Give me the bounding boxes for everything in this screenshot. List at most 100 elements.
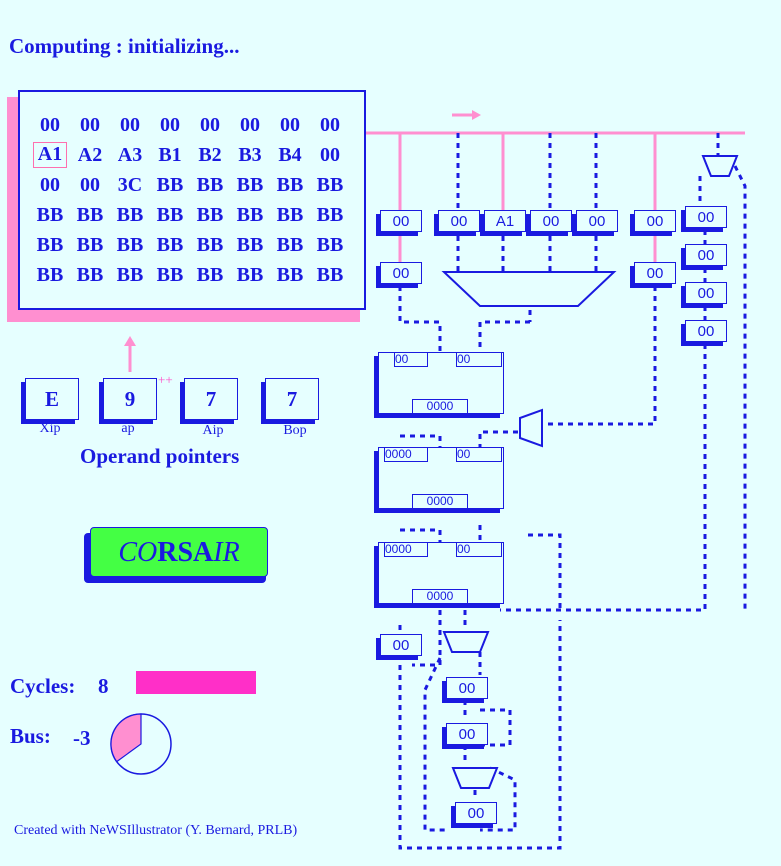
register: 00 xyxy=(681,206,727,232)
register: 00 xyxy=(376,262,422,288)
memory-cell: BB xyxy=(196,264,224,286)
register: 00 xyxy=(572,210,618,236)
pointer-value: 7 xyxy=(265,378,319,420)
pointer-label: Aip xyxy=(202,423,224,438)
memory-panel: 00 00 00 00 00 00 00 00 A1 A2 A3 B1 B2 B… xyxy=(18,90,366,310)
memory-cell: BB xyxy=(76,204,104,226)
memory-cell: 00 xyxy=(280,114,300,136)
memory-cell: B1 xyxy=(158,144,182,166)
register: 00 xyxy=(681,282,727,308)
register: 00 xyxy=(376,634,422,660)
unit-field: 0000 xyxy=(384,542,428,557)
register: 00 xyxy=(451,802,497,828)
pointer-value: E xyxy=(25,378,79,420)
register: 00 xyxy=(681,320,727,346)
memory-cell: BB xyxy=(316,234,344,256)
memory-cell: BB xyxy=(116,234,144,256)
memory-cell: BB xyxy=(316,264,344,286)
credit-text: Created with NeWSIllustrator (Y. Bernard… xyxy=(14,823,298,838)
memory-cell: BB xyxy=(76,264,104,286)
cycles-value: 8 xyxy=(98,674,109,698)
pointers-title: Operand pointers xyxy=(80,444,240,468)
mux-low xyxy=(442,631,490,653)
bus-value: -3 xyxy=(73,726,91,750)
memory-cell: 3C xyxy=(117,174,143,196)
memory-cell: BB xyxy=(36,234,64,256)
memory-cell: BB xyxy=(236,234,264,256)
mux-right xyxy=(701,155,739,177)
memory-cell: 00 xyxy=(40,174,60,196)
register: 00 xyxy=(442,723,488,749)
register: 00 xyxy=(630,262,676,288)
unit-field: 00 xyxy=(394,352,428,367)
alu-unit: 0000 00 0000 xyxy=(374,542,504,608)
pointer-label: Bop xyxy=(283,423,307,438)
memory-cell: 00 xyxy=(40,114,60,136)
bus-label: Bus: xyxy=(10,724,51,748)
alu-unit: 0000 00 0000 xyxy=(374,447,504,513)
memory-cell: BB xyxy=(76,234,104,256)
memory-cell: BB xyxy=(316,204,344,226)
memory-cell: BB xyxy=(116,264,144,286)
unit-field: 00 xyxy=(456,542,502,557)
memory-cell: 00 xyxy=(120,114,140,136)
memory-cell: BB xyxy=(316,174,344,196)
memory-cell: BB xyxy=(276,264,304,286)
memory-cell: BB xyxy=(156,174,184,196)
register: 00 xyxy=(376,210,422,236)
memory-cell: 00 xyxy=(240,114,260,136)
memory-cell: BB xyxy=(236,174,264,196)
status-text: Computing : initializing... xyxy=(9,34,240,58)
memory-cell: BB xyxy=(236,204,264,226)
mux-top xyxy=(441,271,617,307)
corsair-logo: CORSAIR xyxy=(90,527,268,577)
memory-cell: BB xyxy=(196,234,224,256)
mux-mid xyxy=(519,408,543,448)
pointer-value: 9 xyxy=(103,378,157,420)
memory-cell: BB xyxy=(236,264,264,286)
memory-cell: BB xyxy=(156,204,184,226)
memory-cell: B4 xyxy=(278,144,302,166)
unit-field: 0000 xyxy=(412,494,468,509)
memory-cell: BB xyxy=(156,234,184,256)
memory-cell: BB xyxy=(276,204,304,226)
mux-bottom xyxy=(451,767,499,789)
memory-cell: 00 xyxy=(80,174,100,196)
memory-cell: B3 xyxy=(238,144,262,166)
memory-cell: BB xyxy=(276,234,304,256)
register: 00 xyxy=(442,677,488,703)
memory-cell: BB xyxy=(116,204,144,226)
pointer-label: Xip xyxy=(39,421,61,436)
memory-cell: 00 xyxy=(160,114,180,136)
unit-field: 00 xyxy=(456,447,502,462)
memory-cell: 00 xyxy=(320,114,340,136)
register: 00 xyxy=(630,210,676,236)
register: 00 xyxy=(434,210,480,236)
memory-cell: 00 xyxy=(200,114,220,136)
pointer-aip: 7 xyxy=(180,378,238,424)
memory-cell: BB xyxy=(196,204,224,226)
memory-cell: 00 xyxy=(320,144,340,166)
unit-field: 0000 xyxy=(412,589,468,604)
memory-cell: BB xyxy=(36,264,64,286)
memory-cell: A2 xyxy=(77,144,103,166)
pointer-ap: 9 xyxy=(99,378,157,424)
unit-field: 00 xyxy=(456,352,502,367)
memory-cell: BB xyxy=(156,264,184,286)
pointer-label: ap xyxy=(121,421,135,436)
cycles-label: Cycles: xyxy=(10,674,76,698)
unit-field: 0000 xyxy=(412,399,468,414)
memory-cell: BB xyxy=(276,174,304,196)
register: A1 xyxy=(480,210,526,236)
increment-marker: ++ xyxy=(158,372,173,387)
memory-cell: A3 xyxy=(117,144,143,166)
memory-cell-selected: A1 xyxy=(33,142,67,168)
memory-cell: BB xyxy=(36,204,64,226)
register: 00 xyxy=(681,244,727,270)
memory-cell: BB xyxy=(196,174,224,196)
unit-field: 0000 xyxy=(384,447,428,462)
register: 00 xyxy=(526,210,572,236)
cycles-bar xyxy=(136,671,256,694)
bus-pie-slice xyxy=(110,713,142,763)
